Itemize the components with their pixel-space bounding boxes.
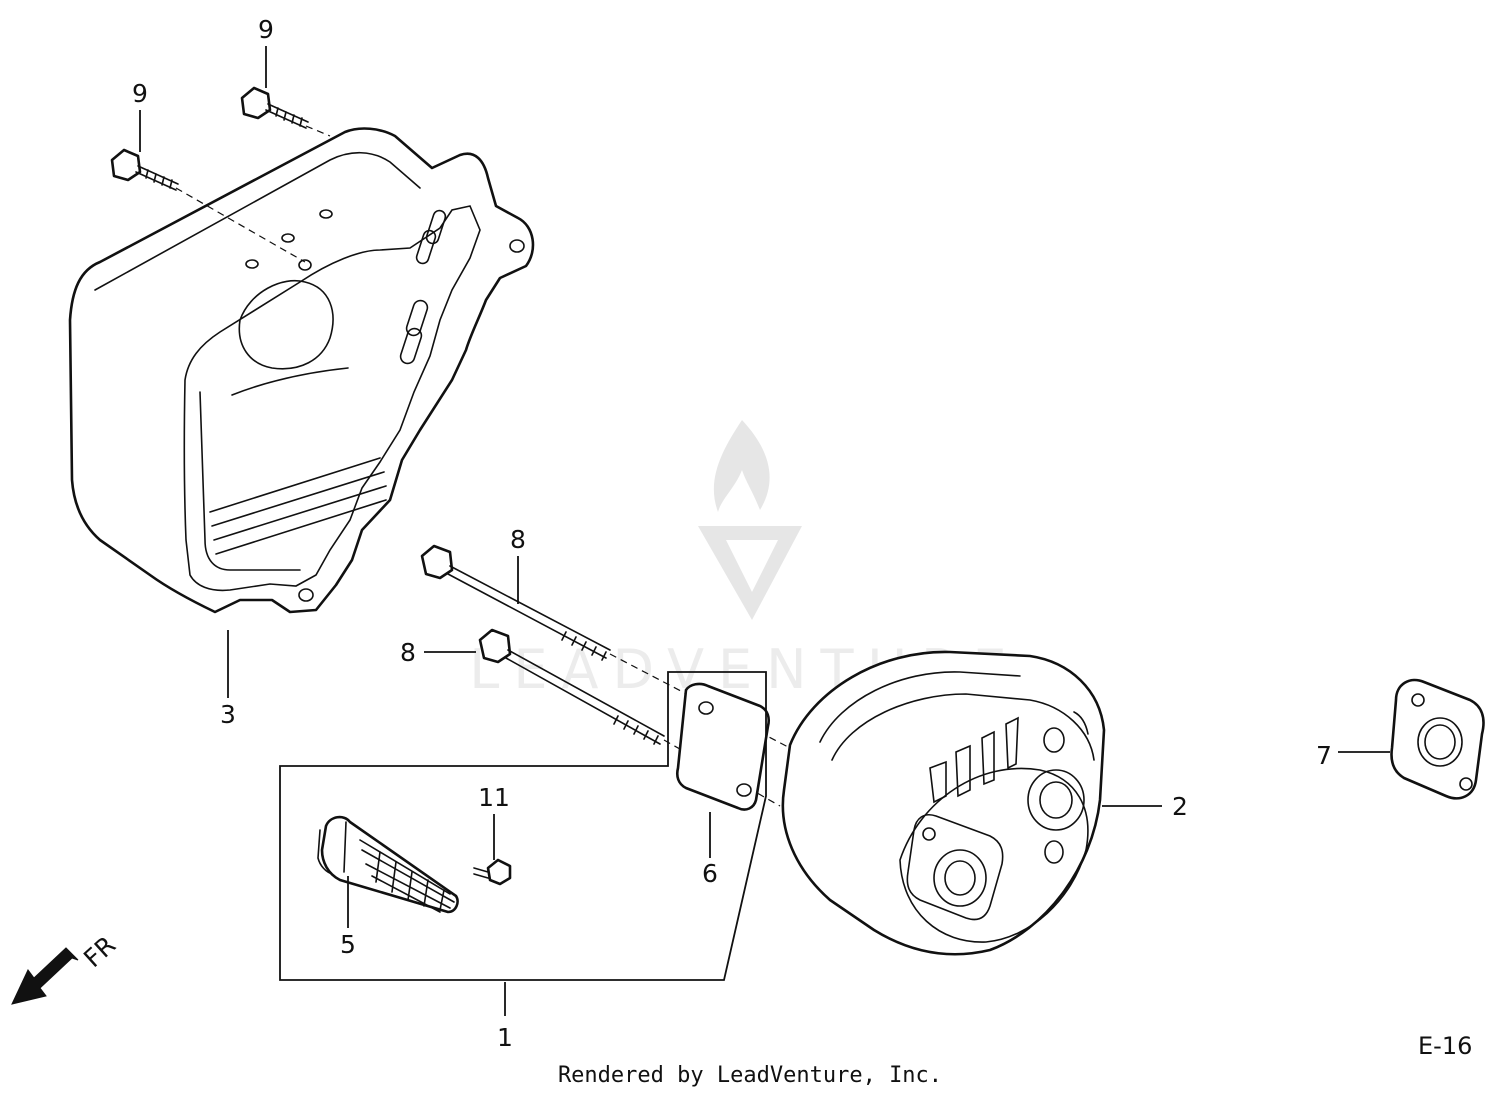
direction-label: FR [78,930,121,973]
callout-2: 2 [1172,792,1188,821]
gasket-6 [675,682,771,811]
callout-9-a: 9 [132,79,148,108]
muffler-body [781,650,1106,956]
flange-gasket-7 [1390,678,1485,800]
callout-8-b: 8 [400,638,416,667]
callout-8-a: 8 [510,525,526,554]
callout-9-b: 9 [258,15,274,44]
footer-credit: Rendered by LeadVenture, Inc. [557,1063,943,1088]
muffler-protector [68,127,535,614]
screw-11 [473,858,512,886]
callout-11: 11 [478,783,510,812]
leader-lines [139,46,1390,1016]
callout-5: 5 [340,930,356,959]
bolt-8-long-b [478,628,665,745]
spark-arrester-5 [317,815,459,914]
callout-6: 6 [702,859,718,888]
assembly-bracket [279,671,767,981]
callout-3: 3 [220,700,236,729]
front-direction-arrow-icon [11,947,79,1005]
bolt-9-b [240,86,309,129]
bolt-9-a [110,148,179,191]
page-code: E-16 [1418,1032,1473,1060]
callout-7: 7 [1316,741,1332,770]
bolt-8-long-a [420,544,611,661]
callout-1: 1 [497,1023,513,1052]
